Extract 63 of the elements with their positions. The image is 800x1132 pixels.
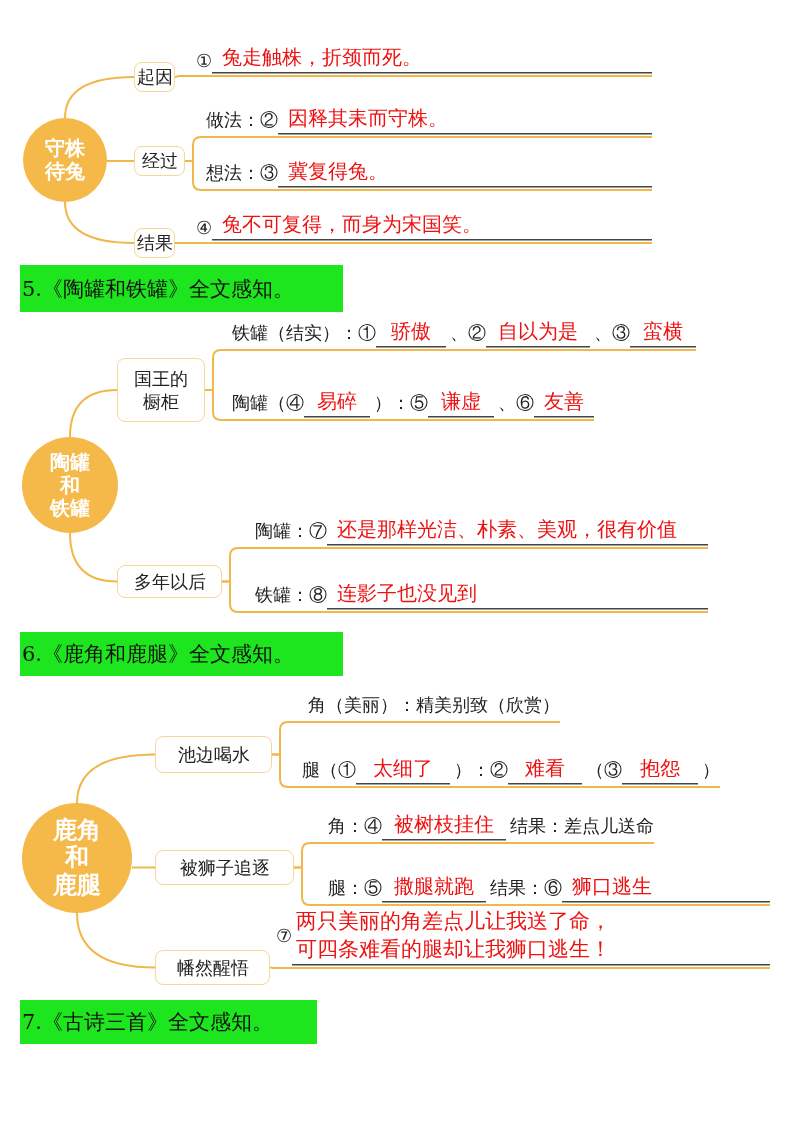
prompt-text: 、⑥: [498, 391, 534, 415]
answer-text: 冀复得兔。: [278, 158, 652, 190]
topic-circle: 陶罐和铁罐: [22, 437, 118, 533]
connector-line: [64, 76, 135, 119]
prompt-text: 想法：③: [206, 161, 278, 185]
prompt-text: 做法：②: [206, 108, 278, 132]
prompt-text: 铁罐：⑧: [255, 583, 327, 607]
answer-text: 两只美丽的角差点儿让我送了命，可四条难看的腿却让我狮口逃生！: [292, 908, 770, 968]
branch-box: 多年以后: [117, 565, 222, 598]
topic-circle: 守株待兔: [23, 118, 107, 202]
prompt-text: ①: [196, 50, 212, 73]
answer-text: 还是那样光洁、朴素、美观，很有价值: [327, 516, 708, 548]
prompt-text: 结果：差点儿送命: [510, 814, 654, 838]
prompt-text: 铁罐（结实）：①: [232, 321, 376, 345]
connector-line: [76, 753, 156, 804]
answer-text: 自以为是: [486, 318, 590, 350]
answer-text: 兔不可复得，而身为宋国笑。: [212, 211, 652, 243]
branch-box: 国王的橱柜: [117, 358, 205, 422]
section-heading: 7.《古诗三首》全文感知。: [20, 1000, 317, 1044]
prompt-text: ）：⑤: [374, 391, 428, 415]
branch-box: 幡然醒悟: [155, 950, 270, 985]
branch-box: 起因: [134, 62, 175, 92]
answer-text: 蛮横: [630, 318, 696, 350]
prompt-text: 角：④: [328, 814, 382, 838]
connector-line: [69, 389, 118, 438]
section-heading: 6.《鹿角和鹿腿》全文感知。: [20, 632, 343, 676]
branch-box: 经过: [134, 146, 185, 176]
prompt-text: ⑦: [276, 925, 292, 949]
branch-box: 被狮子追逐: [155, 850, 294, 885]
answer-text: 兔走触株，折颈而死。: [212, 44, 652, 76]
prompt-text: 角（美丽）：精美别致（欣赏）: [308, 693, 560, 717]
prompt-text: 、③: [594, 321, 630, 345]
branch-box: 结果: [134, 228, 175, 258]
answer-text: 骄傲: [376, 318, 446, 350]
answer-text: 难看: [508, 755, 582, 787]
prompt-text: ④: [196, 217, 212, 240]
connector-line: [131, 866, 156, 869]
prompt-text: ）: [702, 758, 720, 782]
answer-text: 易碎: [304, 388, 370, 420]
prompt-text: （③: [586, 758, 622, 782]
prompt-text: 腿（①: [302, 758, 356, 782]
topic-circle: 鹿角和鹿腿: [22, 803, 132, 913]
branch-box: 池边喝水: [155, 736, 272, 773]
prompt-text: 陶罐：⑦: [255, 519, 327, 543]
answer-text: 因释其耒而守株。: [278, 105, 652, 137]
answer-text: 太细了: [356, 755, 450, 787]
connector-line: [106, 160, 135, 162]
answer-text: 被树枝挂住: [382, 811, 506, 843]
connector-line: [271, 753, 721, 788]
prompt-text: ）：②: [454, 758, 508, 782]
prompt-text: 、②: [450, 321, 486, 345]
connector-line: [64, 201, 135, 244]
prompt-text: 陶罐（④: [232, 391, 304, 415]
prompt-text: 结果：⑥: [490, 876, 562, 900]
answer-text: 友善: [534, 388, 594, 420]
answer-text: 谦虚: [428, 388, 494, 420]
answer-text: 狮口逃生: [562, 873, 770, 905]
section-heading: 5.《陶罐和铁罐》全文感知。: [20, 265, 343, 312]
connector-line: [76, 912, 156, 969]
prompt-text: 腿：⑤: [328, 876, 382, 900]
connector-line: [69, 532, 118, 583]
answer-text: 撒腿就跑: [382, 873, 486, 905]
answer-text: 连影子也没见到: [327, 580, 708, 612]
